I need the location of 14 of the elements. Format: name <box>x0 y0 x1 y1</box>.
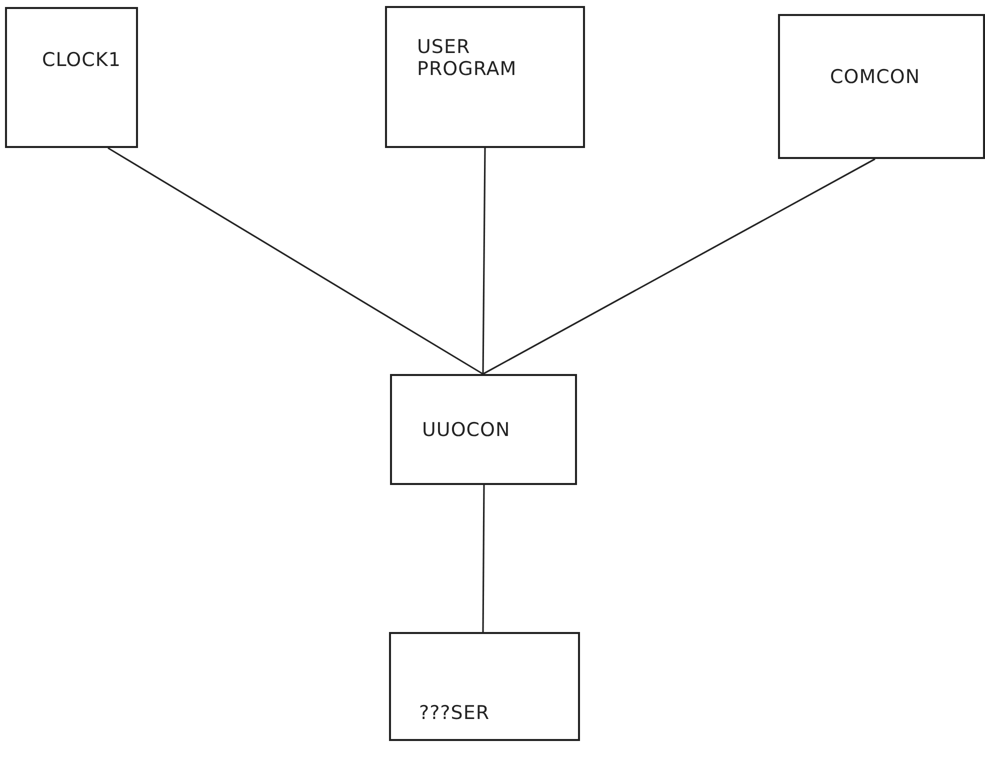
process-box <box>5 7 138 148</box>
process-box <box>389 632 580 741</box>
process-box <box>778 14 985 159</box>
connector-line <box>482 148 486 374</box>
box-label: USER PROGRAM <box>417 36 518 80</box>
connector-line <box>108 147 484 375</box>
box-label: CLOCK1 <box>42 49 122 71</box>
box-label: COMCON <box>830 66 922 88</box>
box-label: UUOCON <box>422 419 512 441</box>
process-box <box>390 374 577 485</box>
process-box <box>385 6 585 148</box>
connector-line <box>482 158 876 375</box>
box-label: ???SER <box>419 702 491 724</box>
connector-line <box>482 485 485 632</box>
